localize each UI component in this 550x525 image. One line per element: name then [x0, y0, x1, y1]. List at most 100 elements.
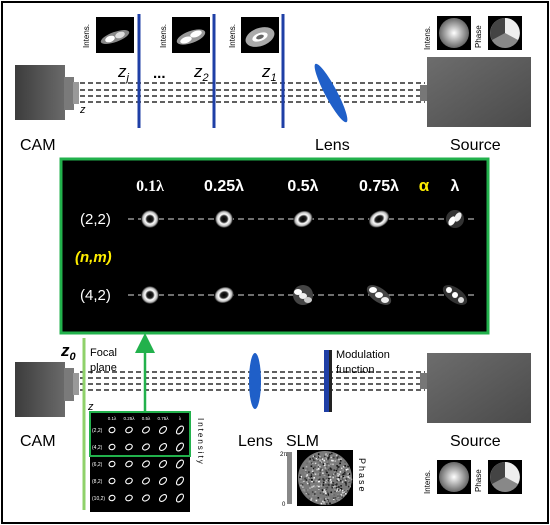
intensity-side-label: Intensity: [196, 418, 205, 466]
intensity-grid-cell: [175, 425, 185, 435]
top-source-phase-label: Phase: [474, 25, 483, 48]
mode-label: (n,m): [75, 249, 112, 266]
top-cam-label: CAM: [20, 137, 56, 154]
intensity-grid-cell: [175, 459, 185, 469]
intensity-grid-cell: [175, 493, 185, 503]
alpha-label: α: [419, 176, 430, 195]
focal-text-line1: Focal: [90, 347, 117, 359]
pattern-r1-c2: [293, 285, 313, 305]
inset-z2-label: Intens.: [159, 24, 168, 48]
intensity-grid-cell: [158, 476, 168, 486]
top-source-label: Source: [450, 137, 501, 154]
intensity-grid-cell: [125, 494, 133, 502]
intensity-grid-col-header: λ: [179, 416, 182, 421]
bottom-source-label: Source: [450, 433, 501, 450]
top-source-phase-inset: [488, 16, 522, 50]
slm-label: SLM: [286, 433, 319, 450]
col-header-lambda: λ: [451, 178, 460, 195]
bottom-source-box: [427, 353, 531, 423]
top-source-intens-label: Intens.: [423, 26, 432, 50]
top-setup: z CAM Intens. Intens. Intens.: [15, 14, 531, 154]
pattern-r0-c0: [141, 210, 159, 228]
col-header-0: 0.1λ: [136, 178, 164, 195]
modulation-text-line1: Modulation: [336, 349, 390, 361]
intensity-grid-cell: [158, 425, 168, 435]
top-lens: [314, 63, 348, 123]
bottom-source-aperture: [420, 373, 428, 389]
bottom-camera-lens-mount: [64, 368, 74, 401]
intensity-grid-cell: [158, 459, 168, 469]
intensity-grid-cell: [142, 443, 150, 451]
phase-side-label: Phase: [357, 458, 367, 494]
intensity-grid-cell: [175, 476, 185, 486]
phase-scale-bar: [287, 452, 292, 504]
bottom-setup: z0 Focal plane z CAM Lens SLM Modulation…: [15, 333, 531, 512]
inset-z1-label: Intens.: [228, 24, 237, 48]
pattern-r0-c1: [215, 210, 233, 228]
pattern-r1-c1: [214, 286, 234, 304]
top-source-box: [427, 57, 531, 127]
plane-label-z1: z1: [261, 62, 277, 84]
intensity-grid-row-label: (8,2): [92, 479, 103, 485]
intensity-grid-cell: [108, 494, 116, 502]
slm-backing: [329, 350, 332, 412]
intensity-grid-rows: (2,2)(4,2)(6,2)(8,2)(10,2): [92, 428, 105, 502]
plane-label-z2: z2: [193, 62, 209, 84]
top-source-intens-inset: [437, 16, 471, 50]
intensity-grid-row-label: (6,2): [92, 462, 103, 468]
phase-scale-top: 2π: [280, 452, 287, 458]
pattern-r0-c2: [293, 210, 313, 228]
inset-zj: Intens.: [82, 17, 134, 53]
row-label-1: (4,2): [80, 287, 111, 304]
svg-text:z2: z2: [193, 62, 209, 84]
phase-scale-bottom: 0: [282, 502, 286, 508]
bottom-source-intens-inset: [437, 460, 471, 494]
slm-device: [324, 350, 329, 412]
top-source-aperture: [420, 85, 428, 101]
top-camera-body: [15, 65, 65, 120]
bottom-axis-label: z: [87, 401, 94, 413]
bottom-lens: [249, 353, 261, 409]
intensity-grid-row-label: (4,2): [92, 445, 103, 451]
intensity-grid-cell: [125, 460, 133, 468]
row-label-0: (2,2): [80, 211, 111, 228]
col-header-2: 0.5λ: [287, 178, 318, 195]
intensity-grid-cell: [108, 460, 116, 468]
inset-z2: Intens.: [159, 17, 210, 53]
modulation-text-line2: function: [336, 364, 375, 376]
intensity-grid-cell: [175, 442, 185, 452]
intensity-grid-cells: [108, 425, 185, 503]
pattern-r1-c0: [141, 286, 159, 304]
bottom-source-phase-inset: [488, 460, 522, 494]
focal-z0-label: z0: [60, 341, 77, 363]
results-panel: 0.1λ 0.25λ 0.5λ 0.75λ α λ (2,2) (n,m) (4…: [59, 157, 490, 335]
bottom-source-phase-label: Phase: [474, 469, 483, 492]
svg-text:z1: z1: [261, 62, 277, 84]
intensity-grid-highlight: [89, 411, 191, 457]
intensity-grid-cell: [108, 477, 116, 485]
top-lens-label: Lens: [315, 137, 350, 154]
col-header-3: 0.75λ: [359, 178, 399, 195]
top-axis-label: z: [79, 104, 86, 116]
inset-z1: Intens.: [228, 17, 279, 53]
intensity-grid-cell: [108, 426, 116, 434]
inset-zj-label: Intens.: [82, 24, 91, 48]
intensity-grid-bg: [90, 412, 190, 512]
intensity-grid-cell: [125, 443, 133, 451]
intensity-grid-cell: [158, 442, 168, 452]
intensity-grid-col-header: 0.5λ: [142, 416, 151, 421]
ellipsis-label: ...: [153, 65, 166, 82]
intensity-grid-row-label: (10,2): [92, 496, 105, 502]
bottom-cam-label: CAM: [20, 433, 56, 450]
top-camera-nozzle: [73, 82, 79, 104]
bottom-source-intens-label: Intens.: [423, 470, 432, 494]
intensity-grid-cell: [142, 494, 150, 502]
col-header-1: 0.25λ: [204, 178, 244, 195]
plane-label-zj: zj: [117, 62, 130, 84]
pattern-r0-c4: [446, 210, 464, 228]
intensity-grid-cell: [142, 426, 150, 434]
top-camera-lens-mount: [64, 77, 74, 110]
